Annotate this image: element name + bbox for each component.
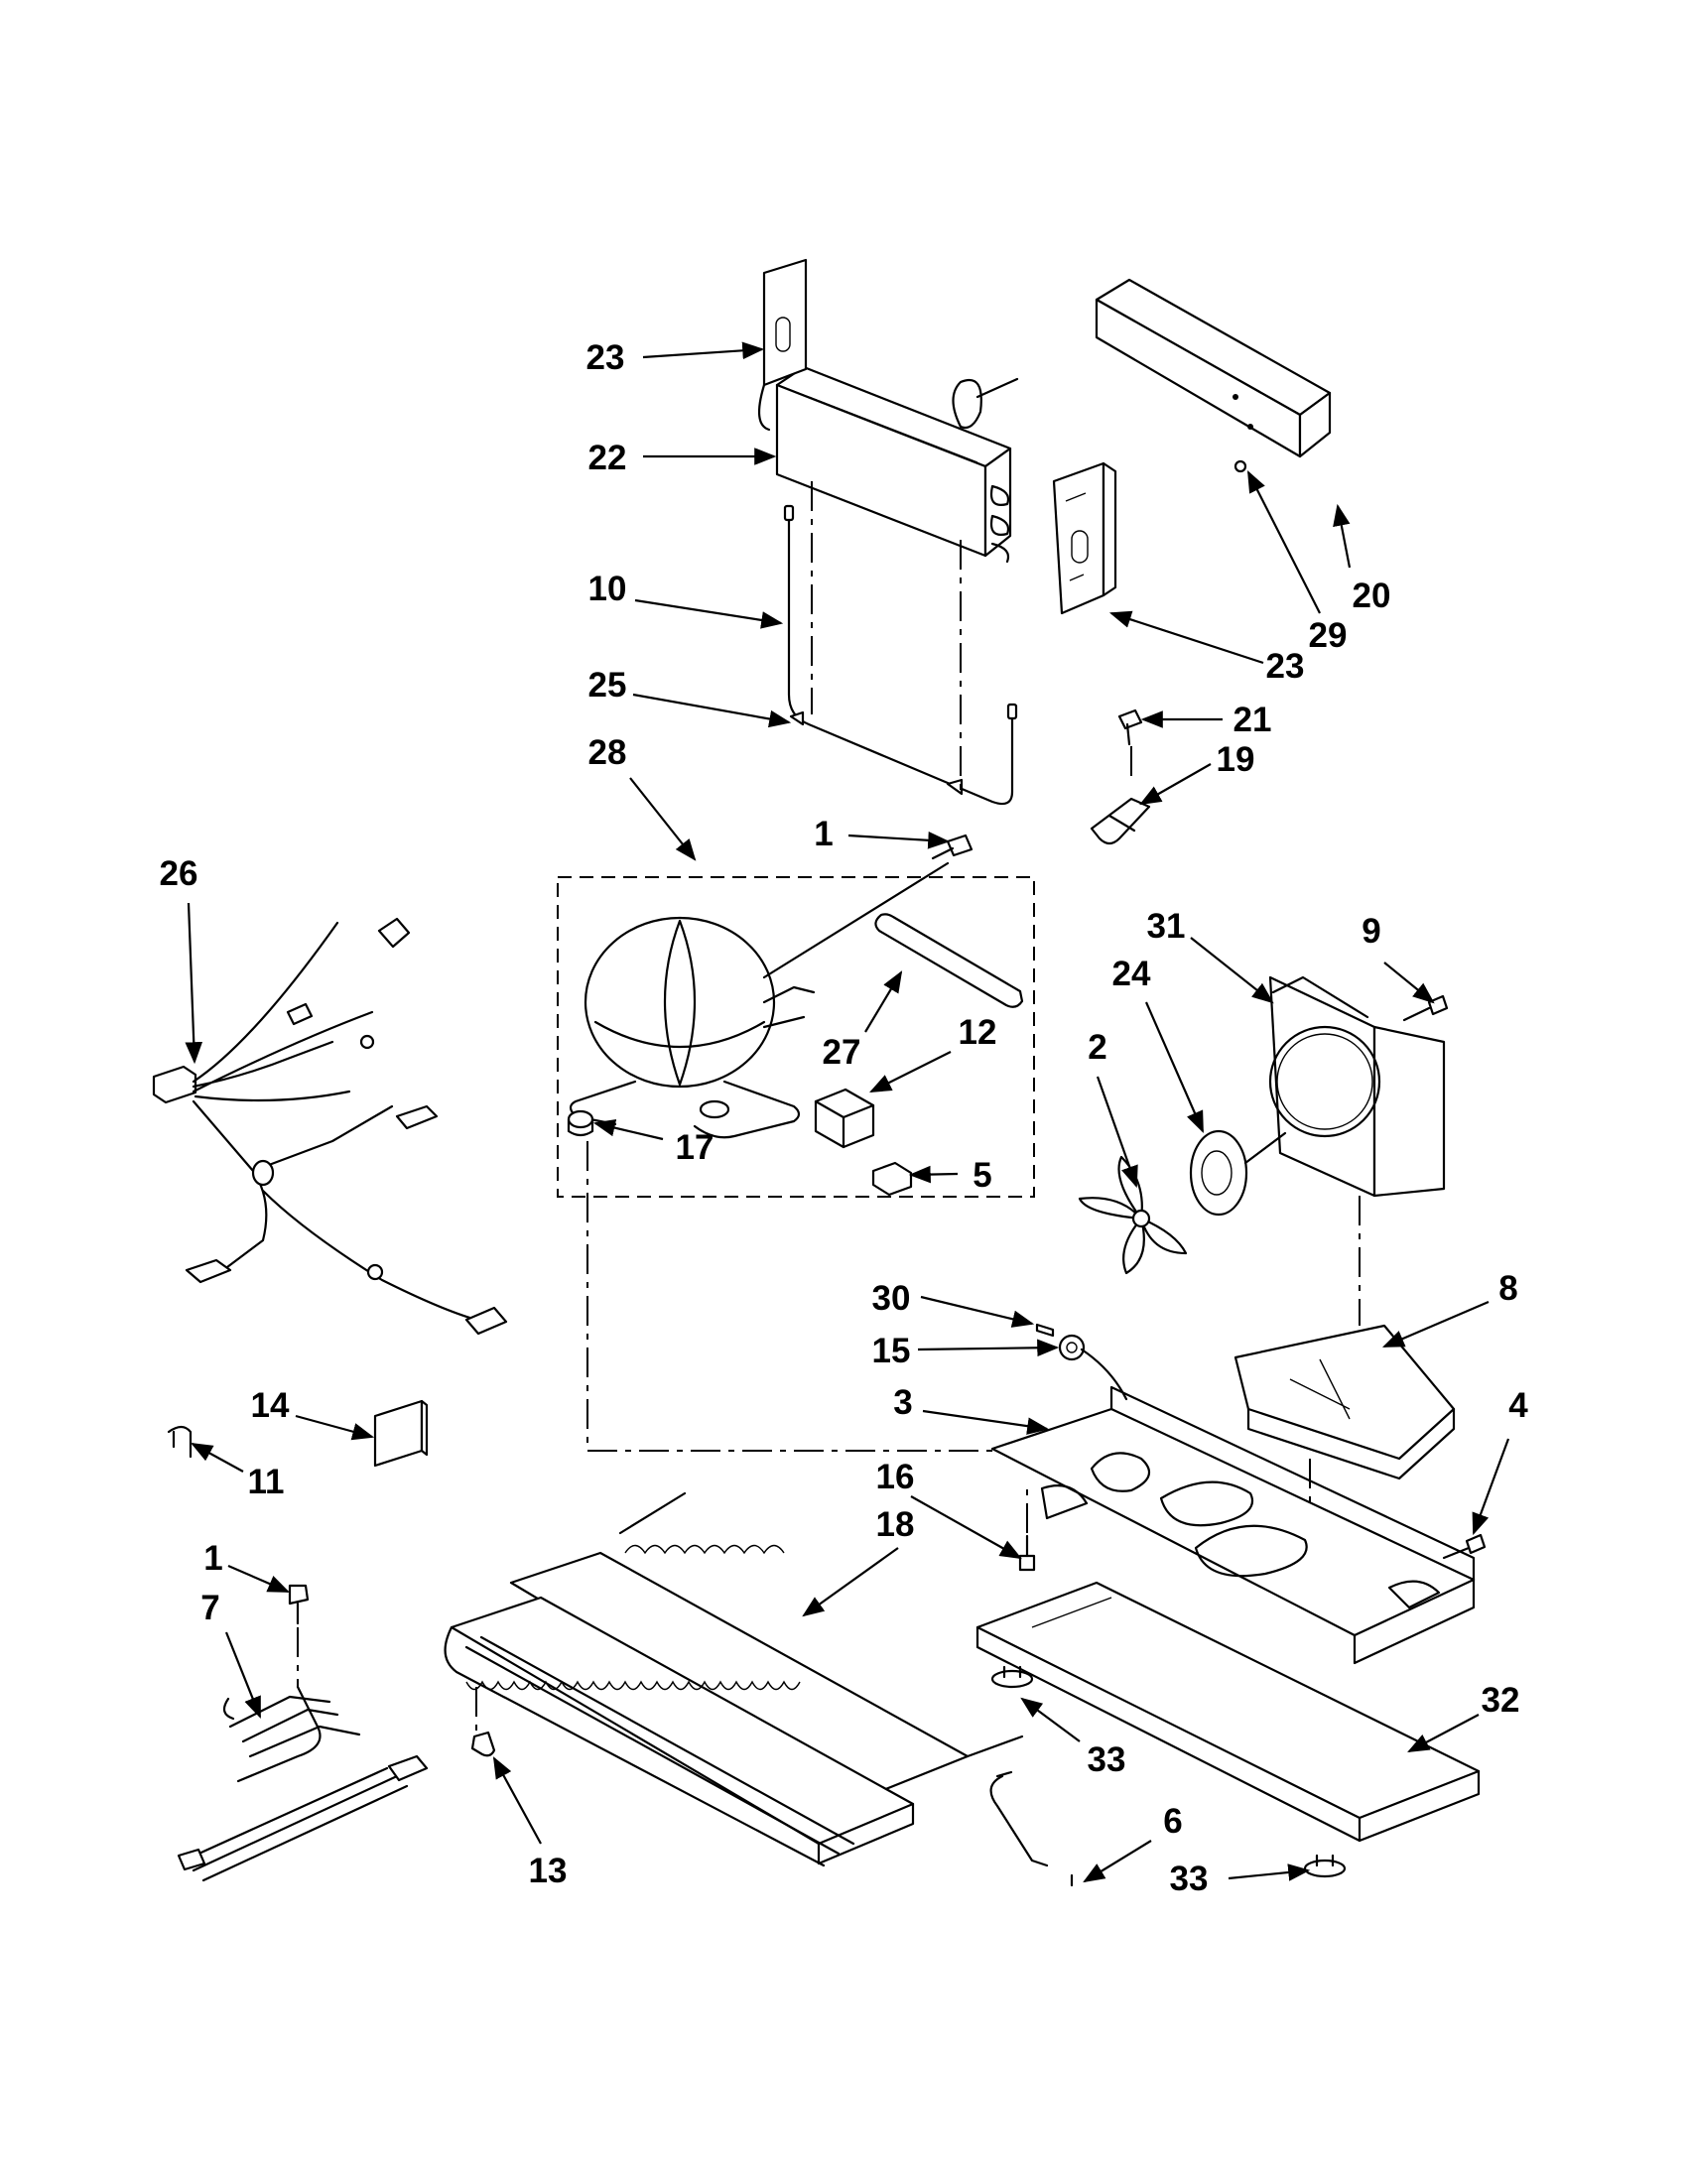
callout-33-rear: 33 xyxy=(1170,1860,1209,1898)
wire-clip xyxy=(167,1425,193,1459)
callout-21: 21 xyxy=(1234,701,1272,739)
callout-12: 12 xyxy=(959,1013,997,1052)
callout-15: 15 xyxy=(872,1332,911,1370)
callout-32: 32 xyxy=(1482,1681,1520,1720)
power-cord-harness xyxy=(177,1685,429,1882)
fan-motor xyxy=(1189,1129,1287,1217)
callout-9: 9 xyxy=(1362,912,1380,951)
callout-2: 2 xyxy=(1088,1028,1106,1067)
callout-16: 16 xyxy=(876,1458,915,1496)
callout-30: 30 xyxy=(872,1279,911,1318)
callout-3: 3 xyxy=(893,1383,912,1422)
evaporator-bracket-right xyxy=(1052,461,1117,615)
callout-1-bottom: 1 xyxy=(203,1539,222,1578)
callout-17: 17 xyxy=(676,1128,714,1167)
evaporator xyxy=(775,365,1019,564)
grommet xyxy=(567,1109,594,1137)
control-board xyxy=(373,1399,429,1468)
callout-8: 8 xyxy=(1498,1269,1517,1308)
callout-33-front: 33 xyxy=(1088,1740,1126,1779)
shroud-screw xyxy=(1402,994,1449,1022)
callout-14: 14 xyxy=(251,1386,290,1425)
compressor xyxy=(569,916,816,1139)
leveling-foot-front xyxy=(990,1665,1034,1689)
drain-tube-wire xyxy=(989,1770,1074,1887)
callout-20: 20 xyxy=(1353,577,1391,615)
callout-22: 22 xyxy=(588,439,627,477)
compressor-relay xyxy=(814,1088,875,1149)
callout-23-right: 23 xyxy=(1266,647,1305,686)
evaporator-cover xyxy=(1095,278,1332,458)
plate-screw xyxy=(1442,1533,1487,1560)
callout-24: 24 xyxy=(1112,955,1151,993)
callout-29: 29 xyxy=(1309,616,1348,655)
ground-screw xyxy=(288,1584,310,1625)
leader-arrows xyxy=(185,341,1510,1883)
compressor-assembly-box xyxy=(557,876,1035,1198)
cover-screw xyxy=(1234,459,1247,473)
callout-23: 23 xyxy=(586,338,625,377)
callout-labels: 23 22 10 25 28 1 20 29 23 21 19 26 27 12… xyxy=(160,338,1529,1898)
callout-7: 7 xyxy=(200,1589,219,1627)
callout-5: 5 xyxy=(973,1156,991,1195)
callout-10: 10 xyxy=(588,570,627,608)
condenser-clip xyxy=(470,1731,496,1757)
callout-4: 4 xyxy=(1508,1386,1528,1425)
callout-25: 25 xyxy=(588,666,627,705)
compressor-base-plate xyxy=(990,1385,1476,1665)
plate-tube xyxy=(1080,1348,1128,1401)
callout-26: 26 xyxy=(160,854,198,893)
screw-to-compressor-line xyxy=(762,861,950,979)
leveling-foot-rear xyxy=(1303,1854,1347,1878)
compressor-guide-left xyxy=(586,1141,1052,1452)
callout-28: 28 xyxy=(588,733,627,772)
condenser xyxy=(444,1491,1024,1867)
condenser-fan-bracket xyxy=(1234,1324,1456,1480)
plug xyxy=(1035,1323,1055,1338)
compressor-cover xyxy=(871,1161,913,1197)
callout-18: 18 xyxy=(876,1505,915,1544)
screw-top xyxy=(931,834,974,860)
bracket-screw xyxy=(1117,708,1143,746)
callout-6: 6 xyxy=(1163,1802,1182,1841)
callout-31: 31 xyxy=(1147,907,1186,946)
callout-27: 27 xyxy=(823,1033,861,1072)
drain-pan xyxy=(975,1581,1481,1843)
main-wire-harness xyxy=(152,917,508,1336)
mounting-bracket xyxy=(1090,797,1151,845)
base-screw xyxy=(1018,1534,1036,1572)
callout-1-top: 1 xyxy=(814,815,833,853)
callout-13: 13 xyxy=(529,1852,568,1890)
callout-11: 11 xyxy=(248,1463,285,1501)
grommet-2 xyxy=(1058,1334,1086,1361)
filter-drier xyxy=(874,913,1024,1008)
fan-shroud xyxy=(1268,975,1446,1198)
callout-19: 19 xyxy=(1217,740,1255,779)
